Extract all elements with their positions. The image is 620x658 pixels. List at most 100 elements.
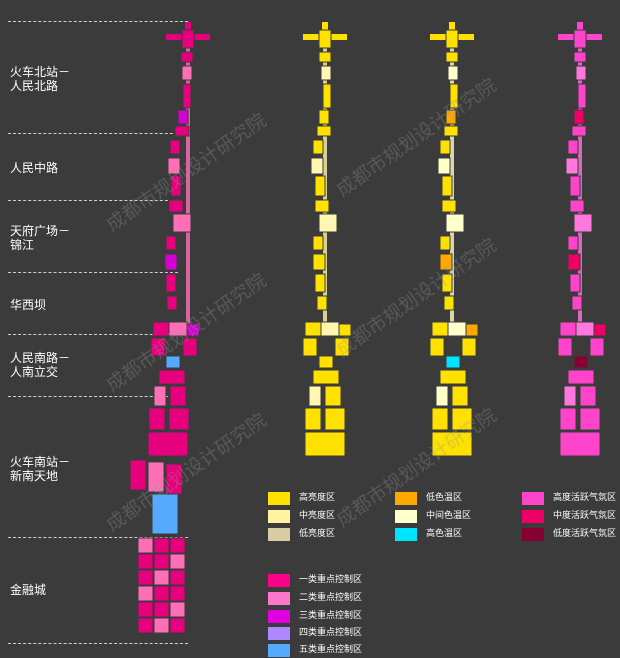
land-parcel — [169, 617, 186, 634]
land-parcel — [318, 213, 338, 233]
land-parcel — [312, 369, 340, 385]
land-parcel — [165, 235, 177, 251]
land-parcel — [316, 295, 328, 311]
land-parcel — [445, 51, 459, 63]
legend-label: 低色温区 — [426, 493, 463, 503]
control-zone-map — [129, 22, 210, 634]
land-parcel — [169, 601, 186, 618]
land-parcel — [304, 407, 322, 431]
land-parcel — [441, 175, 453, 197]
land-parcel — [445, 213, 465, 233]
color-temperature-map — [429, 22, 479, 457]
section-divider — [8, 396, 178, 397]
land-parcel — [461, 337, 477, 357]
legend-swatch — [268, 610, 290, 623]
section-divider — [8, 272, 178, 273]
land-parcel — [429, 337, 445, 357]
land-parcel — [445, 355, 461, 369]
legend-swatch — [268, 627, 290, 640]
legend-label: 五类重点控制区 — [299, 645, 363, 655]
land-parcel — [167, 157, 181, 175]
land-parcel — [147, 461, 165, 493]
land-parcel — [338, 323, 352, 337]
land-parcel — [431, 407, 449, 431]
section-label-financial-city: 金融城 — [10, 583, 47, 597]
section-divider — [8, 537, 188, 538]
land-parcel — [158, 369, 186, 385]
section-divider — [8, 334, 178, 335]
land-parcel — [169, 139, 181, 155]
section-divider — [8, 643, 188, 644]
land-parcel — [181, 65, 193, 81]
land-parcel — [447, 321, 467, 337]
section-label-north-station: 火车北站－ 人民北路 — [10, 65, 71, 93]
land-parcel — [443, 295, 455, 311]
land-parcel — [304, 431, 346, 457]
legend-label: 高亮度区 — [299, 493, 336, 503]
land-parcel — [181, 29, 195, 49]
land-parcel — [137, 585, 154, 602]
legend-label: 高色温区 — [426, 529, 463, 539]
legend-label: 三类重点控制区 — [299, 611, 363, 621]
land-parcel — [153, 601, 170, 618]
land-parcel — [137, 617, 154, 634]
land-parcel — [431, 431, 473, 457]
land-parcel — [567, 369, 595, 385]
legend-swatch — [268, 492, 290, 505]
land-parcel — [441, 199, 457, 213]
land-parcel — [445, 109, 457, 125]
land-parcel — [559, 321, 577, 337]
land-parcel — [573, 109, 585, 125]
land-parcel — [579, 407, 601, 431]
land-parcel — [589, 337, 605, 357]
land-parcel — [579, 385, 597, 407]
legend-swatch — [395, 528, 417, 541]
legend-swatch — [522, 510, 544, 523]
land-parcel — [320, 65, 332, 81]
land-parcel — [449, 83, 459, 109]
land-parcel — [169, 569, 186, 586]
legend-swatch — [268, 510, 290, 523]
land-parcel — [153, 537, 170, 554]
legend-label: 中度活跃气氛区 — [553, 511, 617, 521]
land-parcel — [437, 157, 451, 175]
land-parcel — [182, 337, 198, 357]
land-parcel — [573, 29, 587, 49]
land-parcel — [314, 175, 326, 197]
corridor-spine — [186, 46, 190, 326]
land-parcel — [137, 537, 154, 554]
land-parcel — [312, 139, 324, 155]
land-parcel — [151, 493, 179, 535]
land-parcel — [431, 321, 449, 337]
legend-label: 一类重点控制区 — [299, 575, 363, 585]
land-parcel — [575, 321, 595, 337]
land-parcel — [312, 235, 324, 251]
land-parcel — [324, 407, 346, 431]
land-parcel — [439, 235, 451, 251]
land-parcel — [314, 273, 326, 293]
brightness-map — [302, 22, 352, 457]
section-label-huaxiba: 华西坝 — [10, 298, 47, 312]
land-parcel — [169, 537, 186, 554]
land-parcel — [575, 65, 587, 81]
land-parcel — [165, 273, 177, 293]
land-parcel — [153, 385, 167, 407]
land-parcel — [571, 125, 587, 137]
legend-swatch — [268, 592, 290, 605]
land-parcel — [169, 385, 187, 407]
land-parcel — [567, 253, 581, 271]
land-parcel — [443, 125, 459, 137]
land-parcel — [153, 585, 170, 602]
land-parcel — [571, 295, 583, 311]
land-parcel — [322, 83, 332, 109]
land-parcel — [439, 139, 451, 155]
land-parcel — [165, 463, 183, 495]
land-parcel — [177, 109, 189, 125]
land-parcel — [170, 175, 182, 197]
land-parcel — [573, 355, 589, 369]
land-parcel — [312, 253, 326, 271]
land-parcel — [186, 323, 200, 337]
land-parcel — [182, 83, 192, 109]
land-parcel — [563, 385, 577, 407]
